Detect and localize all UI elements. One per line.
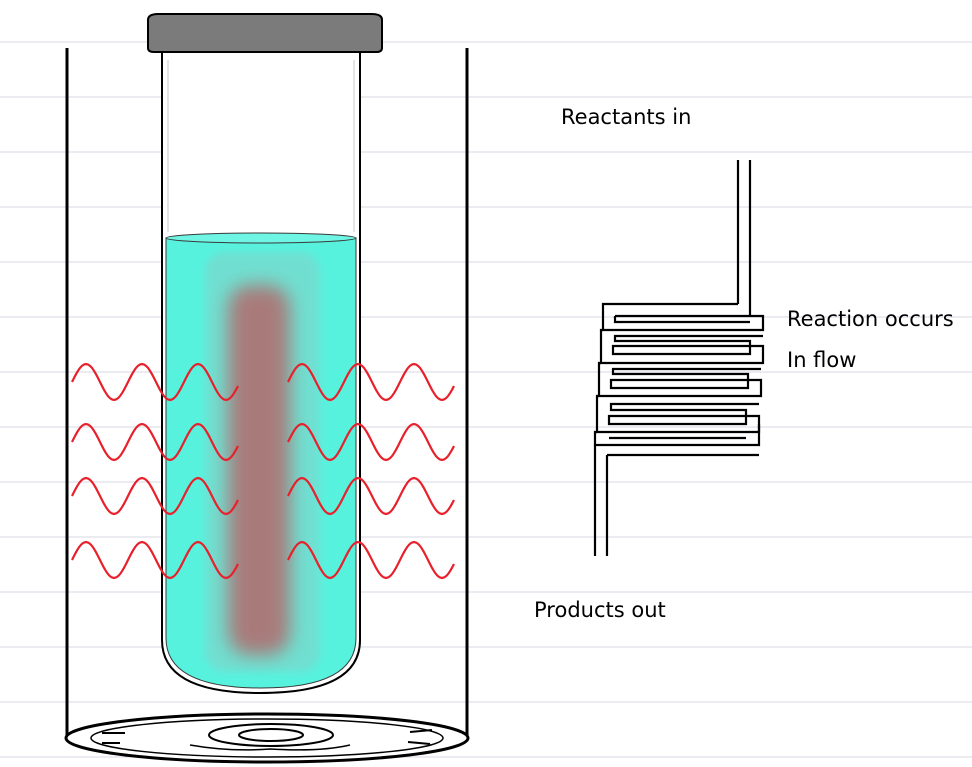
test-tube-inner-wall [167,60,355,232]
heat-wave-right [287,362,455,402]
heat-wave-left [71,422,239,462]
in-flow-label: In flow [787,348,857,372]
solution-meniscus [165,232,357,244]
coil-loop-3 [597,361,763,398]
ruled-paper-lines [0,41,972,758]
flow-reactor [593,160,765,556]
heat-wave-right [287,422,455,462]
stir-bar [228,285,290,655]
heat-wave-left [71,476,239,516]
heat-waves [71,362,455,580]
hot-plate [64,712,470,764]
tube-cap [147,13,383,53]
batch-reactor [64,13,470,764]
heat-wave-right [287,540,455,580]
heat-wave-left [71,362,239,402]
coil-loop-1 [601,302,765,332]
reactants-in-label: Reactants in [561,105,692,129]
heat-wave-right [287,476,455,516]
coil-loop-2 [599,328,765,365]
coil-loop-4 [595,394,761,434]
heat-wave-left [71,540,239,580]
reaction-occurs-label: Reaction occurs [787,307,954,331]
products-out-label: Products out [534,598,666,622]
